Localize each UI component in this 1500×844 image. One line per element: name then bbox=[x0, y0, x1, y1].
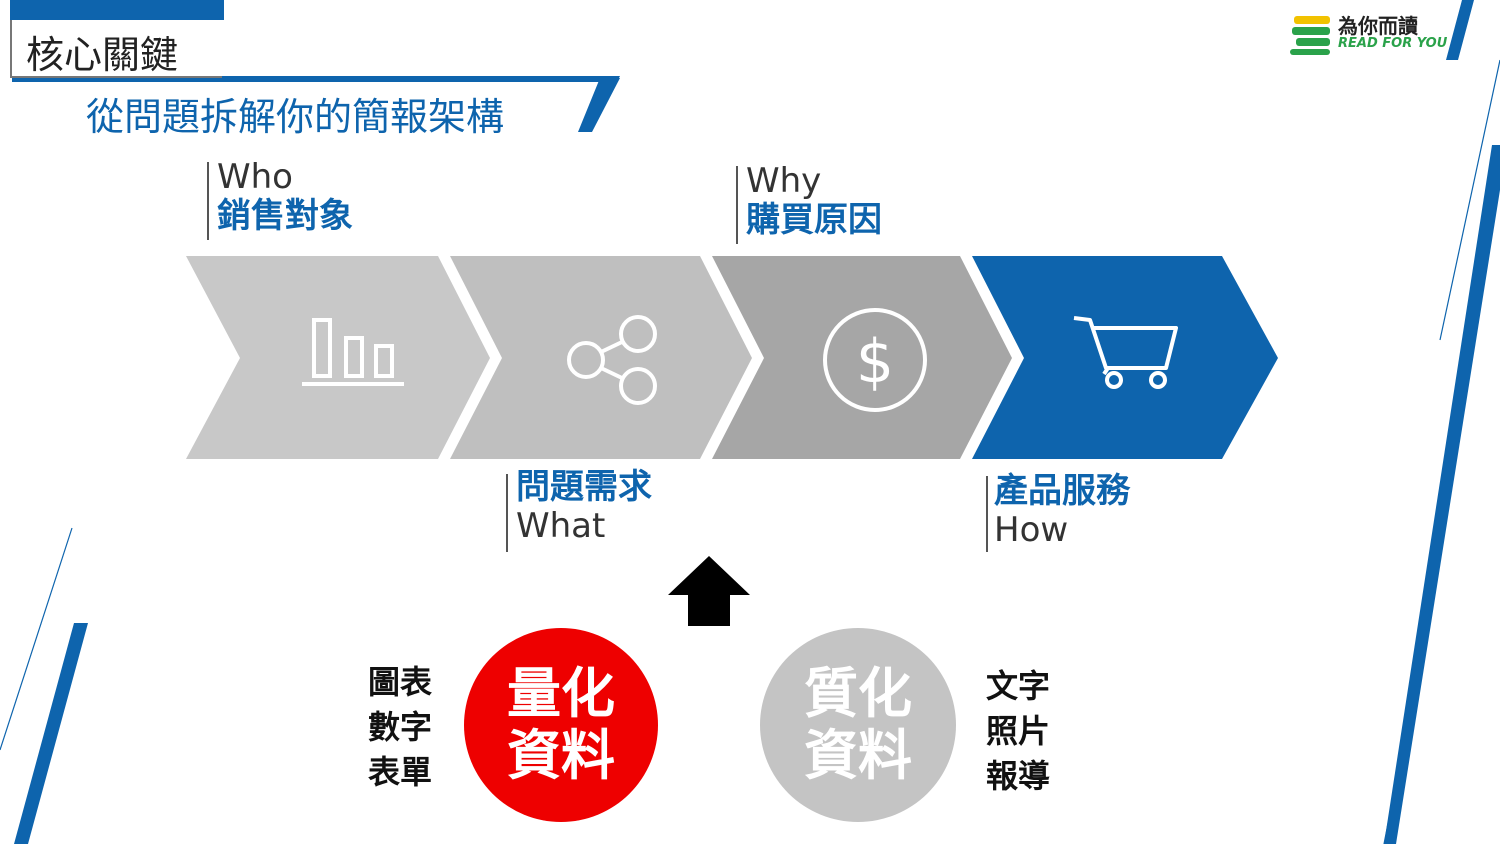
circle-line2: 資料 bbox=[804, 724, 912, 787]
page-title: 從問題拆解你的簡報架構 bbox=[86, 95, 505, 139]
step-zh: 產品服務 bbox=[994, 471, 1130, 511]
subtitle-slash bbox=[578, 78, 620, 132]
chevron-why bbox=[712, 256, 1012, 459]
step-en: Why bbox=[746, 161, 822, 201]
dollar-icon: $ bbox=[823, 308, 927, 412]
list-item: 照片 bbox=[986, 711, 1051, 750]
left-thick-slash bbox=[14, 623, 88, 844]
circle-line2: 資料 bbox=[507, 724, 615, 787]
list-item: 數字 bbox=[368, 707, 433, 746]
left-thin-line bbox=[0, 527, 73, 751]
circle-line1: 量化 bbox=[507, 661, 615, 725]
right-thin-line bbox=[1439, 59, 1500, 341]
right-thin-line-2 bbox=[1383, 599, 1433, 844]
label-divider bbox=[736, 166, 738, 244]
label-divider bbox=[986, 476, 988, 552]
quantitative-data-circle: 量化 資料 bbox=[464, 628, 658, 822]
section-label-box: 核心關鍵 bbox=[10, 20, 222, 78]
step-label-who: Who 銷售對象 bbox=[217, 157, 353, 237]
qualitative-examples: 文字 照片 報導 bbox=[986, 664, 1050, 798]
step-en: Who bbox=[217, 157, 293, 197]
step-label-how: 產品服務 How bbox=[994, 471, 1130, 551]
logo-name-en: READ FOR YOU bbox=[1338, 36, 1448, 51]
step-en: How bbox=[994, 510, 1069, 551]
header-accent-bar bbox=[10, 0, 224, 20]
quantitative-examples: 圖表 數字 表單 bbox=[368, 660, 432, 794]
chevron-how bbox=[972, 256, 1278, 459]
step-zh: 問題需求 bbox=[516, 467, 652, 507]
logo: 為你而讀 READ FOR YOU bbox=[1290, 12, 1447, 56]
up-arrow-icon bbox=[668, 556, 750, 626]
step-label-what: 問題需求 What bbox=[516, 467, 652, 547]
corner-slash bbox=[1446, 0, 1474, 60]
svg-text:$: $ bbox=[856, 327, 894, 397]
list-item: 報導 bbox=[986, 756, 1051, 795]
stacked-books-icon bbox=[1290, 16, 1330, 55]
label-divider bbox=[207, 162, 209, 240]
step-label-why: Why 購買原因 bbox=[746, 161, 882, 241]
shopping-cart-icon bbox=[1073, 316, 1178, 389]
chevron-who bbox=[186, 256, 490, 459]
section-label: 核心關鍵 bbox=[26, 33, 179, 77]
bar-chart-icon bbox=[302, 318, 404, 386]
list-item: 表單 bbox=[368, 752, 433, 791]
step-en: What bbox=[516, 506, 606, 547]
qualitative-data-circle: 質化 資料 bbox=[760, 628, 956, 822]
circle-line1: 質化 bbox=[804, 661, 912, 725]
step-zh: 購買原因 bbox=[746, 200, 882, 241]
label-divider bbox=[506, 474, 508, 552]
logo-name-zh: 為你而讀 bbox=[1338, 14, 1418, 38]
right-thick-slash bbox=[1384, 145, 1500, 844]
list-item: 文字 bbox=[986, 667, 1051, 705]
list-item: 圖表 bbox=[368, 663, 433, 701]
share-icon bbox=[567, 315, 657, 405]
step-zh: 銷售對象 bbox=[217, 196, 353, 237]
